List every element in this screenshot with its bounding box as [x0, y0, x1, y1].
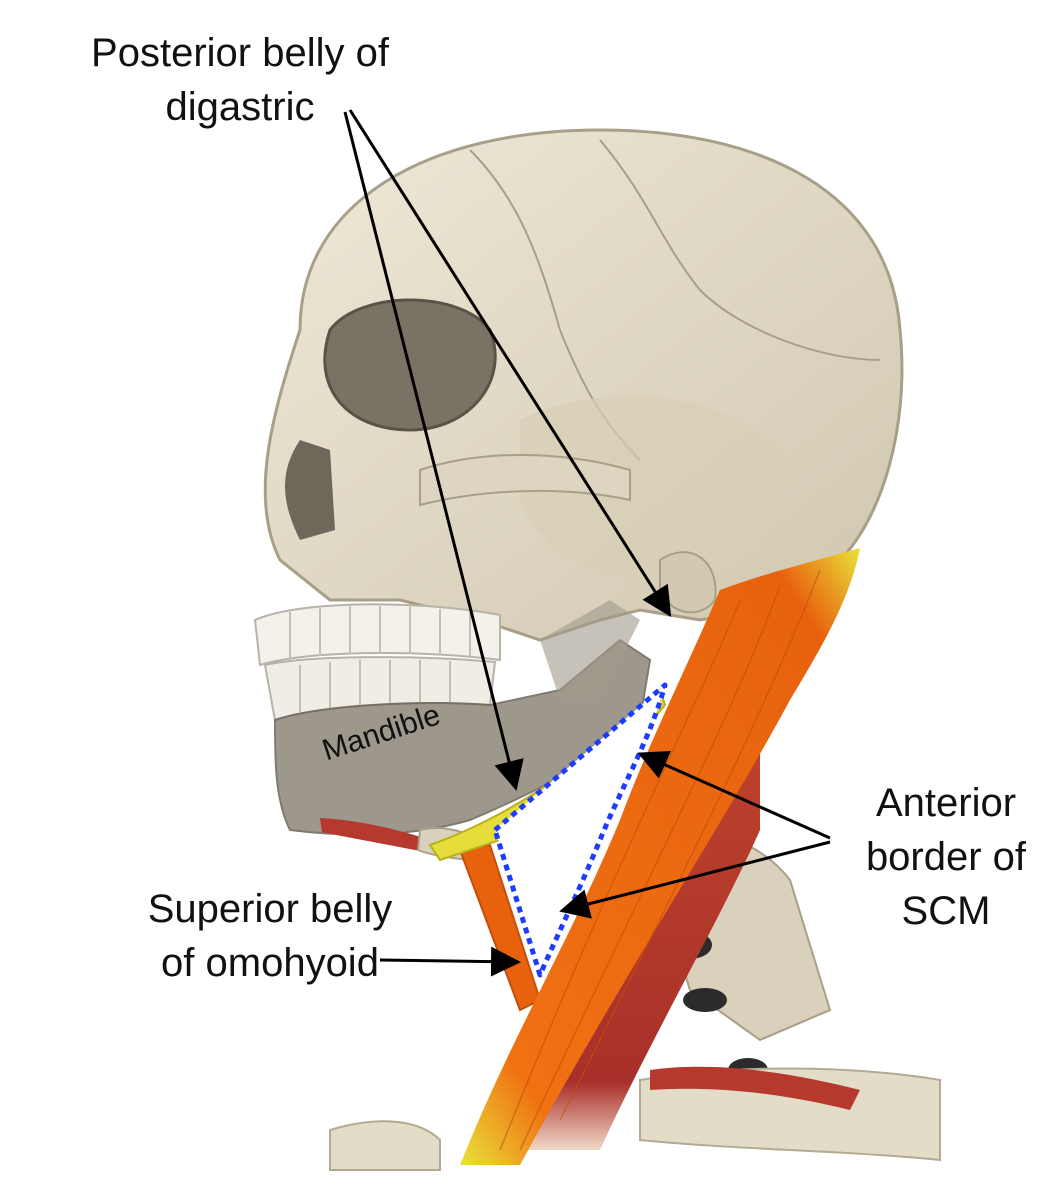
label-posterior-line2: digastric	[40, 80, 440, 134]
label-anterior-line2: border of	[846, 830, 1046, 884]
clavicle	[330, 1067, 940, 1170]
label-anterior-line3: SCM	[846, 884, 1046, 938]
label-posterior-belly-of-digastric: Posterior belly of digastric	[40, 26, 440, 134]
label-posterior-line1: Posterior belly of	[40, 26, 440, 80]
label-superior-belly-of-omohyoid: Superior belly of omohyoid	[110, 882, 430, 990]
label-omohyoid-line2: of omohyoid	[110, 936, 430, 990]
label-anterior-line1: Anterior	[846, 776, 1046, 830]
label-anterior-border-of-scm: Anterior border of SCM	[846, 776, 1046, 938]
label-omohyoid-line1: Superior belly	[110, 882, 430, 936]
